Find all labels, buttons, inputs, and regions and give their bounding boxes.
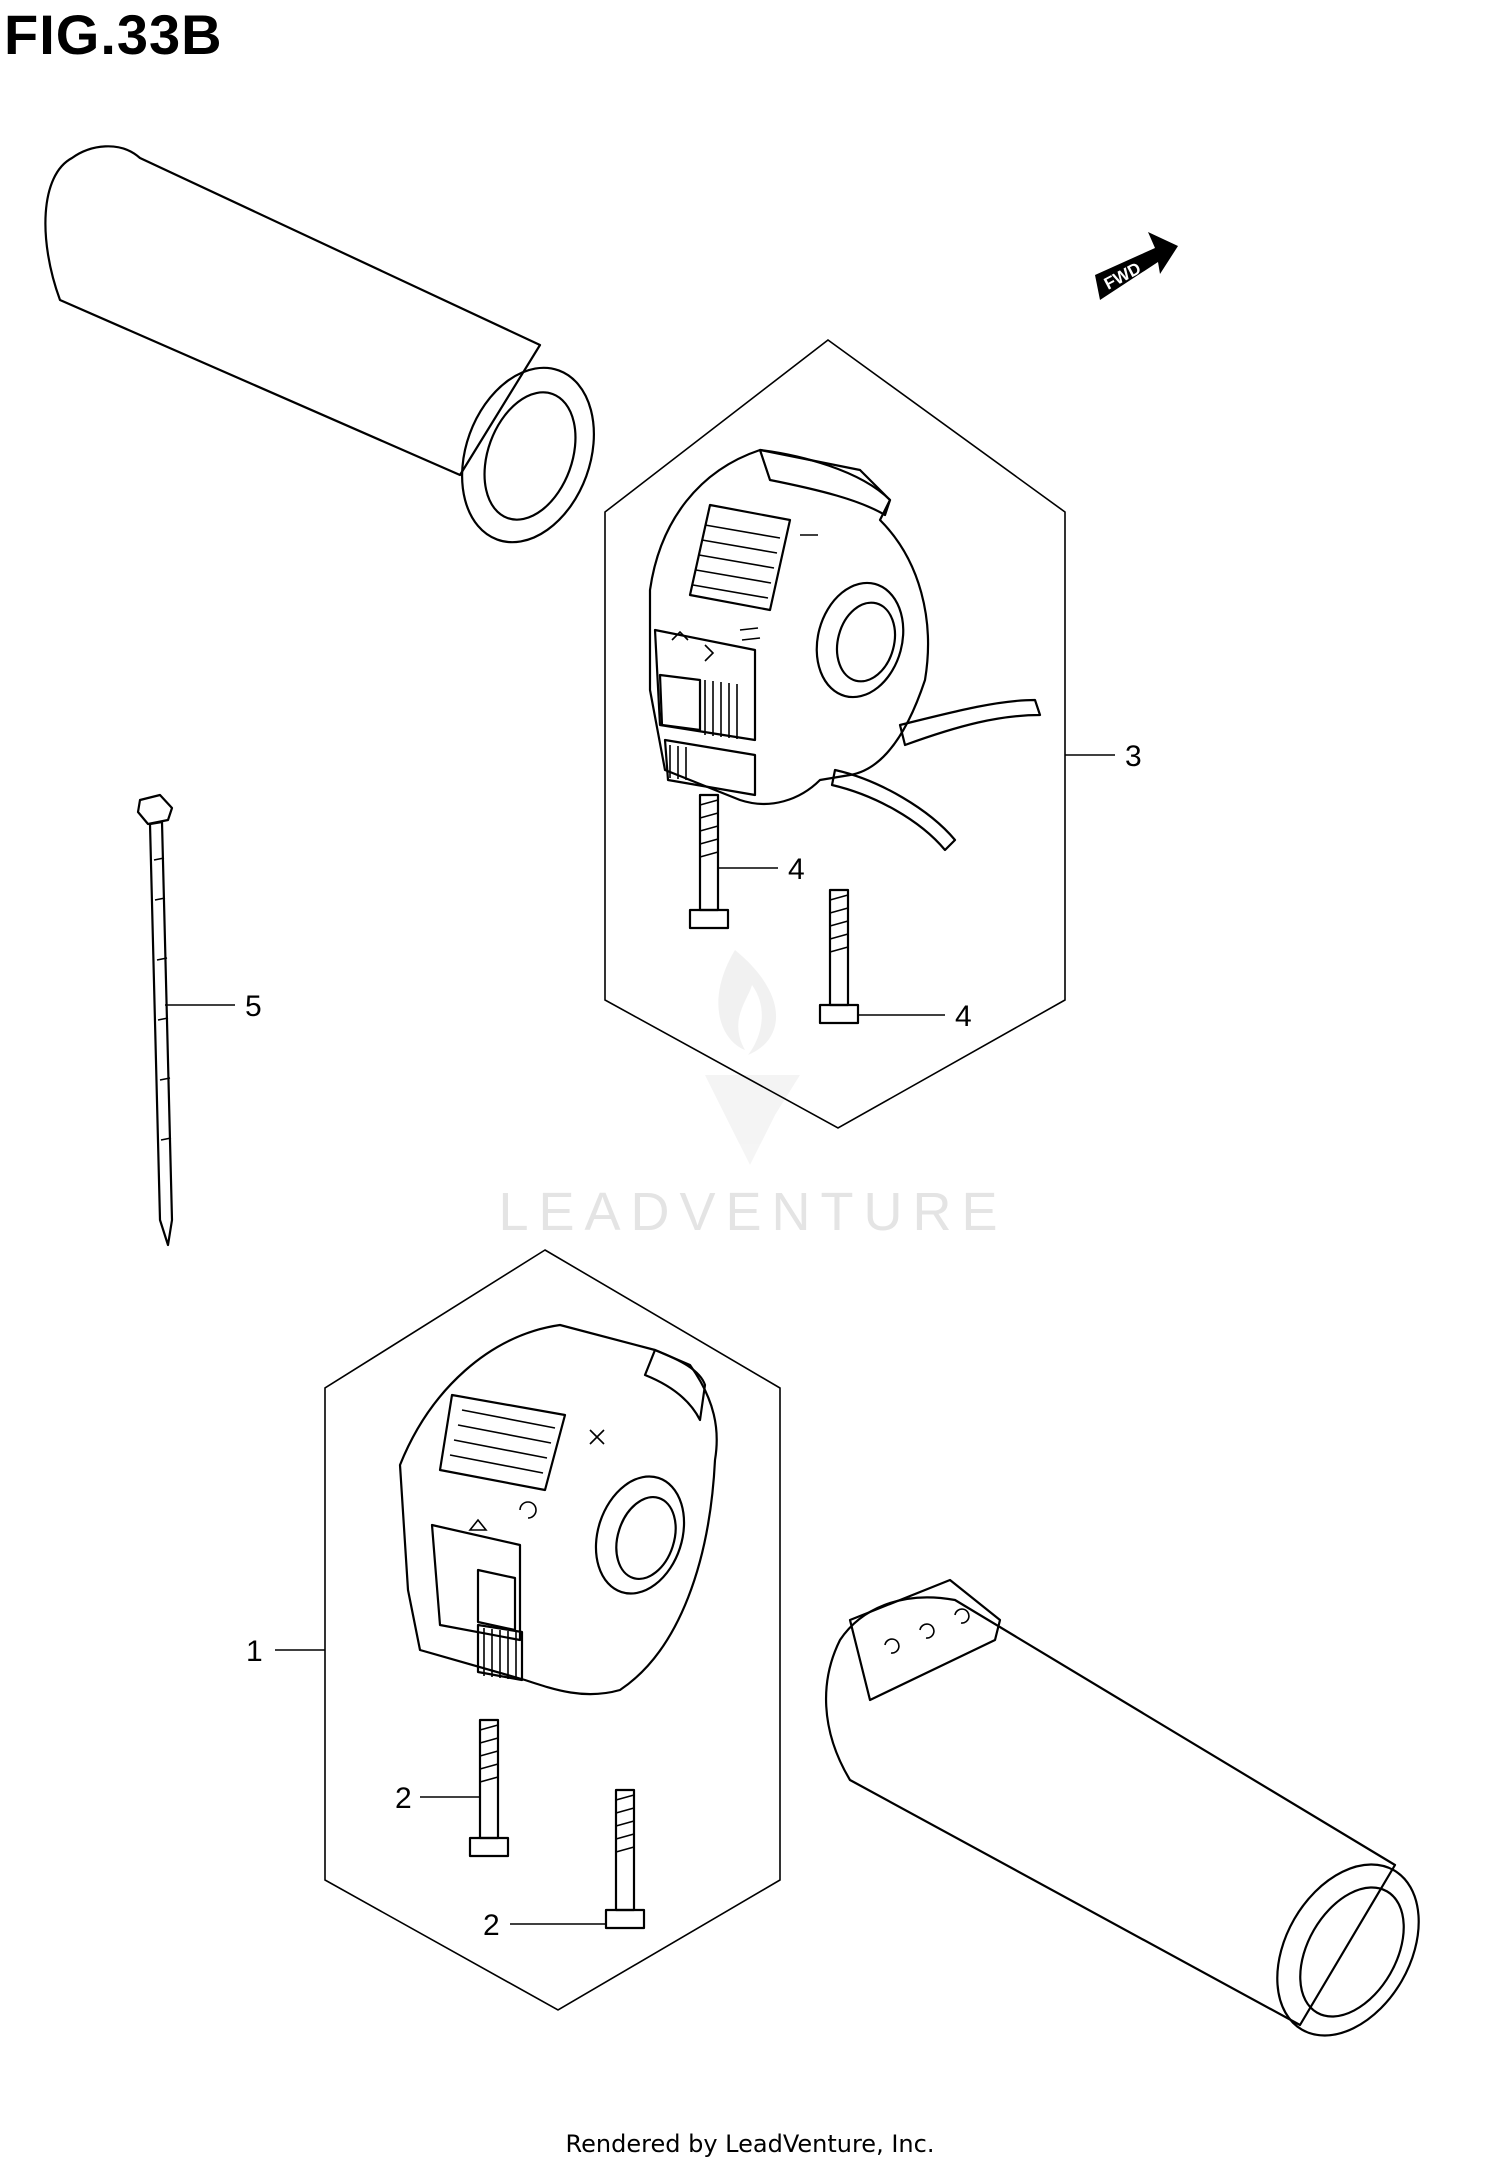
cable-tie [136,793,174,1247]
callout-1: 1 [246,1635,263,1668]
callout-2a: 2 [395,1782,412,1815]
handlebar-grip-left [44,145,595,544]
watermark-text: LEADVENTURE [498,1182,1007,1242]
callout-3: 3 [1125,740,1142,773]
callout-4a: 4 [788,853,805,886]
callout-5: 5 [245,990,262,1023]
assembly-outline-1 [324,1249,781,2011]
right-switch-assembly [604,339,1066,1129]
screw-2a [468,1718,510,1858]
watermark-logo [705,950,800,1165]
screw-4b [818,888,860,1025]
screw-2b [604,1788,646,1930]
figure-title: FIG.33B [4,3,223,66]
fwd-arrow-icon: FWD [1095,232,1178,300]
render-credit: Rendered by LeadVenture, Inc. [565,2130,935,2158]
callout-2b: 2 [483,1909,500,1942]
assembly-outline-3 [604,339,1066,1129]
throttle-grip-right [824,1578,1420,2037]
screw-4a [688,793,730,930]
callout-4b: 4 [955,1000,972,1033]
left-switch-assembly [324,1249,781,2011]
